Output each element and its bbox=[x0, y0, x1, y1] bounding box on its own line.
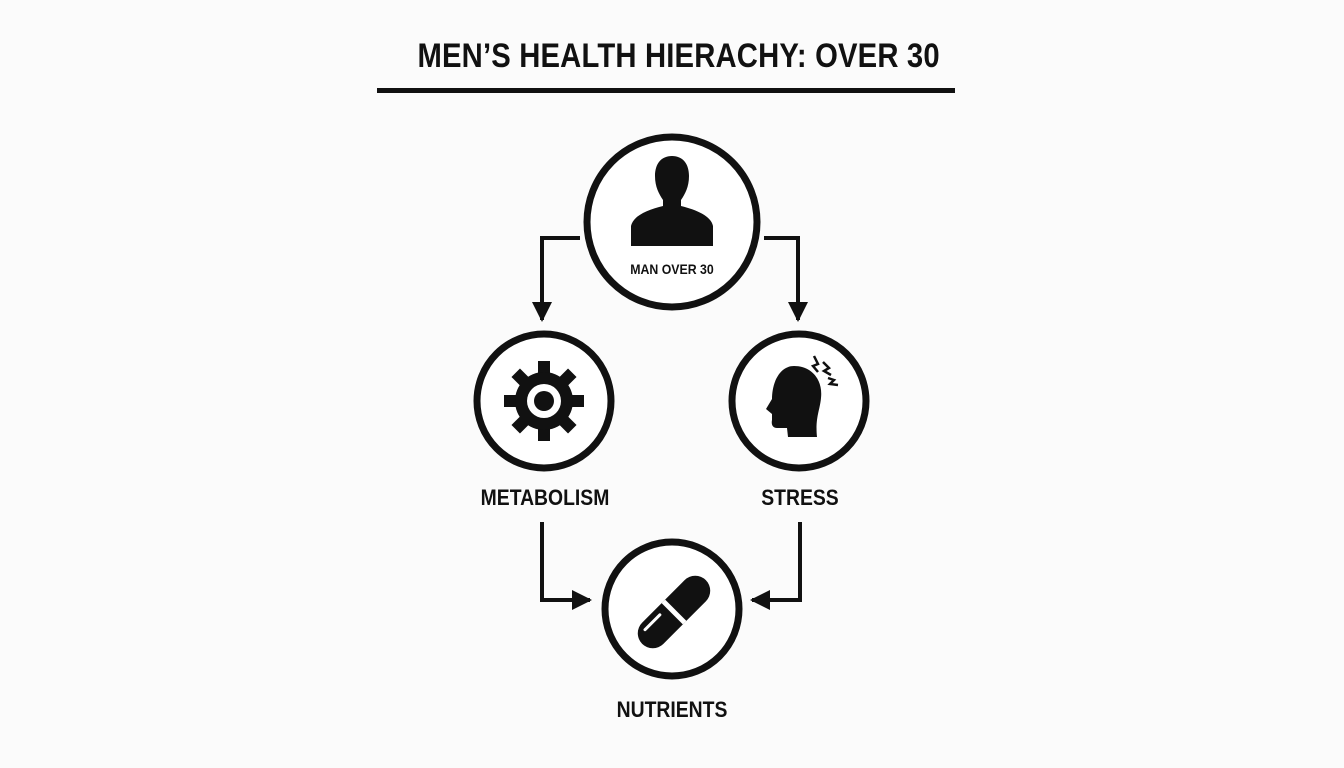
capsule-pill-icon bbox=[637, 575, 711, 649]
stress-spark-icon bbox=[827, 376, 839, 387]
diagram-title: MEN’S HEALTH HIERACHY: OVER 30 bbox=[417, 37, 940, 75]
person-silhouette-icon bbox=[631, 156, 713, 246]
edge-man-to-metabolism bbox=[532, 236, 580, 322]
stressed-head-icon bbox=[766, 355, 839, 437]
node-man-over-30 bbox=[583, 133, 761, 311]
node-nutrients bbox=[601, 538, 743, 680]
node-metabolism bbox=[473, 330, 615, 472]
stress-spark-icon bbox=[821, 361, 832, 377]
edge-man-to-stress bbox=[764, 236, 808, 322]
gear-icon bbox=[504, 361, 584, 441]
stress-spark-icon bbox=[810, 355, 820, 373]
title-underline bbox=[377, 88, 955, 93]
node-label-man-over-30: MAN OVER 30 bbox=[630, 261, 714, 277]
edge-metabolism-to-nutrients bbox=[540, 522, 592, 610]
node-stress bbox=[728, 330, 870, 472]
edge-stress-to-nutrients bbox=[750, 522, 802, 610]
node-label-stress: STRESS bbox=[761, 485, 839, 510]
node-label-nutrients: NUTRIENTS bbox=[616, 697, 728, 722]
node-label-metabolism: METABOLISM bbox=[480, 485, 610, 510]
